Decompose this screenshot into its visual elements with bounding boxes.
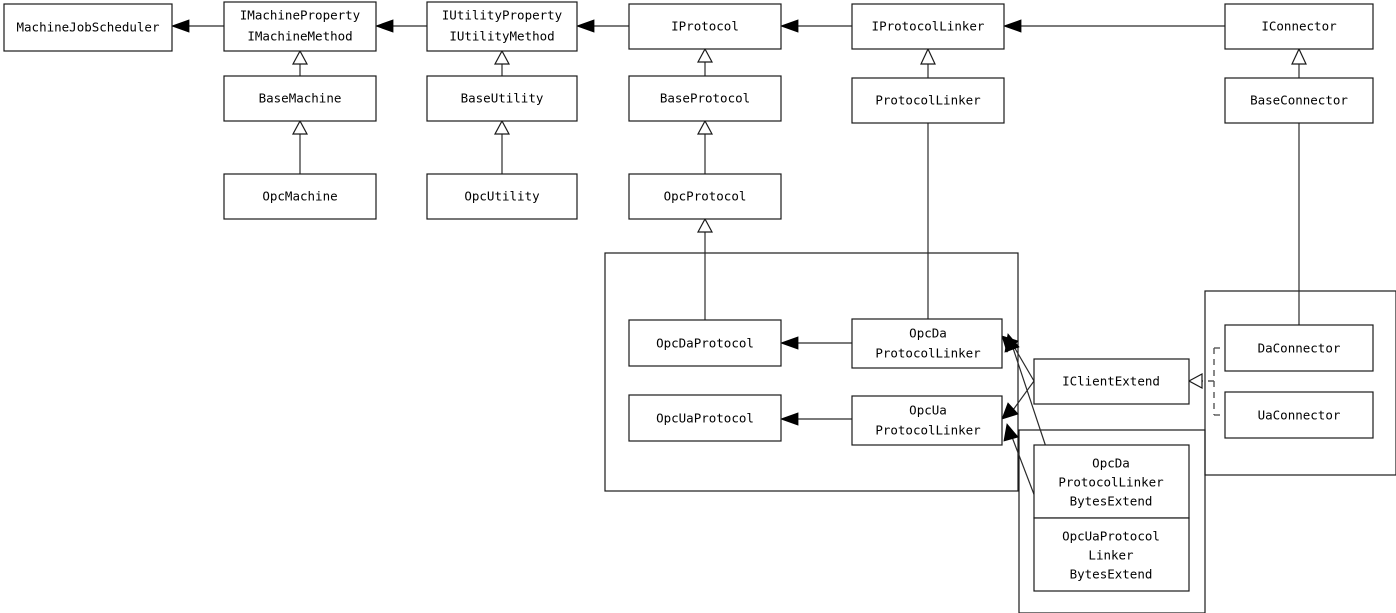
- node-protocol-linker[interactable]: ProtocolLinker: [851, 77, 1005, 124]
- node-opc-ua-protocol-linker-bytes-extend[interactable]: OpcUaProtocol Linker BytesExtend: [1033, 517, 1190, 592]
- node-opc-utility[interactable]: OpcUtility: [426, 173, 578, 220]
- node-iprotocol-linker[interactable]: IProtocolLinker: [851, 3, 1005, 50]
- edge-iprotocollinker-to-iprotocol: [779, 19, 852, 33]
- edge-baseconnector-inherits-iconnector: [1291, 47, 1307, 78]
- node-label-ua-connector: UaConnector: [1258, 408, 1341, 423]
- node-opc-ua-protocol[interactable]: OpcUaProtocol: [628, 394, 782, 442]
- edge-opcualinker-to-opcuaprotocol: [779, 412, 852, 426]
- nodes-layer: MachineJobScheduler IMachineProperty IMa…: [3, 1, 1374, 592]
- node-label-iprotocol-linker: IProtocolLinker: [872, 19, 985, 34]
- node-iutility-property-method[interactable]: IUtilityProperty IUtilityMethod: [426, 1, 578, 52]
- node-base-machine[interactable]: BaseMachine: [223, 75, 377, 122]
- node-base-connector[interactable]: BaseConnector: [1224, 77, 1374, 124]
- node-label-uabytes-line1: OpcUaProtocol: [1062, 529, 1160, 544]
- edge-iutility-to-imachine: [374, 19, 427, 33]
- node-opc-da-protocol[interactable]: OpcDaProtocol: [628, 319, 782, 367]
- node-label-opcua: OpcUa: [909, 403, 947, 418]
- node-label-iutilitymethod: IUtilityMethod: [449, 29, 554, 44]
- edge-opcmachine-inherits-basemachine: [291, 119, 309, 174]
- node-label-base-machine: BaseMachine: [259, 91, 342, 106]
- node-iprotocol[interactable]: IProtocol: [628, 3, 782, 50]
- node-label-imachinemethod: IMachineMethod: [247, 29, 352, 44]
- node-label-base-connector: BaseConnector: [1250, 93, 1348, 108]
- node-label-imachineproperty: IMachineProperty: [240, 8, 361, 23]
- edge-opcdalinker-to-opcdaprotocol: [779, 336, 852, 350]
- node-label-iutilityproperty: IUtilityProperty: [442, 8, 563, 23]
- node-opc-protocol[interactable]: OpcProtocol: [628, 173, 782, 220]
- node-label-iprotocol: IProtocol: [671, 19, 739, 34]
- node-label-opc-ua-protocol: OpcUaProtocol: [656, 411, 754, 426]
- node-label-opcua-protocollinker: ProtocolLinker: [875, 423, 981, 438]
- edge-basemachine-inherits-imachine: [291, 49, 309, 76]
- node-label-machine-job-scheduler: MachineJobScheduler: [17, 20, 160, 35]
- edge-opcutility-inherits-baseutility: [493, 119, 511, 174]
- edge-baseutility-inherits-iutility: [493, 49, 511, 76]
- node-iclient-extend[interactable]: IClientExtend: [1033, 358, 1190, 405]
- node-label-base-protocol: BaseProtocol: [660, 91, 750, 106]
- node-label-uabytes-line3: BytesExtend: [1070, 567, 1153, 582]
- node-label-protocol-linker: ProtocolLinker: [875, 93, 981, 108]
- node-ua-connector[interactable]: UaConnector: [1224, 391, 1374, 439]
- node-label-opcda-protocollinker: ProtocolLinker: [875, 346, 981, 361]
- node-label-iclient-extend: IClientExtend: [1062, 374, 1160, 389]
- connector-group-container: [1204, 290, 1396, 476]
- node-base-protocol[interactable]: BaseProtocol: [628, 75, 782, 122]
- node-imachine-property-method[interactable]: IMachineProperty IMachineMethod: [223, 1, 377, 52]
- node-da-connector[interactable]: DaConnector: [1224, 324, 1374, 372]
- edge-imachine-to-scheduler: [170, 19, 224, 33]
- extend-group-container: [1018, 429, 1206, 613]
- node-machine-job-scheduler[interactable]: MachineJobScheduler: [3, 3, 173, 52]
- node-label-dabytes-line1: OpcDa: [1092, 456, 1130, 471]
- node-label-opc-protocol: OpcProtocol: [664, 189, 747, 204]
- node-label-uabytes-line2: Linker: [1088, 548, 1134, 563]
- node-label-dabytes-line3: BytesExtend: [1070, 494, 1153, 509]
- edge-iclientextend-to-opcualinker: [1001, 380, 1035, 420]
- node-opc-da-protocol-linker[interactable]: OpcDa ProtocolLinker: [851, 318, 1003, 369]
- edge-connectors-realize-iclientextend: [1187, 347, 1225, 416]
- edges-layer: [170, 19, 1307, 558]
- node-opc-machine[interactable]: OpcMachine: [223, 173, 377, 220]
- edge-protocollinker-inherits-iprotocollinker: [920, 47, 936, 78]
- edge-opcprotocol-inherits-baseprotocol: [696, 119, 714, 174]
- node-label-opcda: OpcDa: [909, 326, 947, 341]
- edge-baseprotocol-inherits-iprotocol: [696, 47, 714, 76]
- protocol-group-container: [604, 252, 1019, 492]
- node-label-opc-machine: OpcMachine: [262, 189, 337, 204]
- node-label-base-utility: BaseUtility: [461, 91, 544, 106]
- node-base-utility[interactable]: BaseUtility: [426, 75, 578, 122]
- node-label-da-connector: DaConnector: [1258, 341, 1341, 356]
- node-opc-da-protocol-linker-bytes-extend[interactable]: OpcDa ProtocolLinker BytesExtend: [1033, 444, 1190, 519]
- group-containers: [604, 252, 1396, 613]
- edge-iprotocol-to-iutility: [575, 19, 629, 33]
- node-label-opc-da-protocol: OpcDaProtocol: [656, 336, 754, 351]
- edge-opcdaprotocol-inherits-opcprotocol: [696, 217, 714, 320]
- node-label-opc-utility: OpcUtility: [464, 189, 540, 204]
- node-label-dabytes-line2: ProtocolLinker: [1058, 475, 1164, 490]
- node-label-iconnector: IConnector: [1261, 19, 1337, 34]
- node-opc-ua-protocol-linker[interactable]: OpcUa ProtocolLinker: [851, 395, 1003, 446]
- node-iconnector[interactable]: IConnector: [1224, 3, 1374, 50]
- edge-iconnector-to-iprotocollinker: [1002, 19, 1225, 33]
